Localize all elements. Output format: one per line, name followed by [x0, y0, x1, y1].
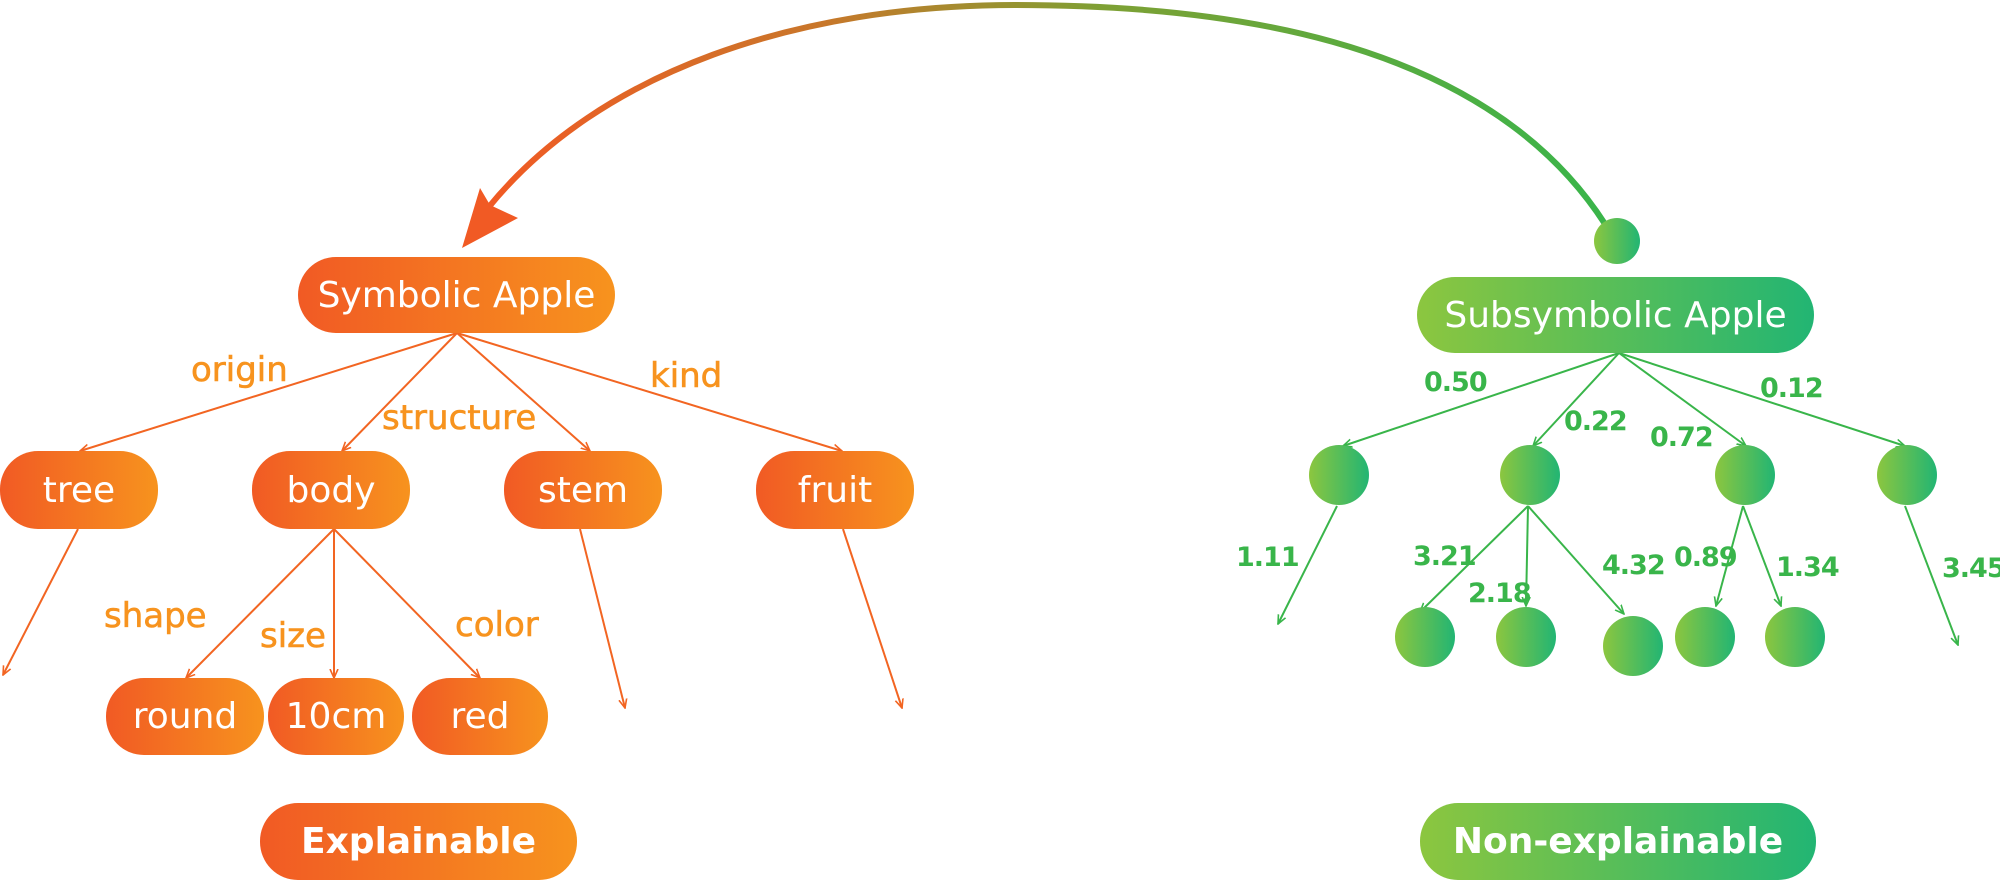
- edge-weight-072: [1618, 352, 1746, 446]
- node-10cm: 10cm: [268, 678, 404, 755]
- node-stem: stem: [504, 451, 662, 529]
- subsymbolic-leaf-4: [1675, 607, 1735, 667]
- transfer-arrowhead: [462, 188, 518, 248]
- subsymbolic-leaf-3: [1603, 616, 1663, 676]
- edge-color: [333, 528, 480, 678]
- node-fruit: fruit: [756, 451, 914, 529]
- edge-label-kind: kind: [650, 356, 723, 397]
- edge-label-shape: shape: [104, 596, 207, 637]
- edge-weight-432: [1527, 505, 1624, 614]
- edge-weight-012: [1618, 352, 1905, 446]
- weight-label-218: 2.18: [1468, 578, 1532, 609]
- subsymbolic-leaf-1: [1395, 607, 1455, 667]
- weight-label-089: 0.89: [1674, 542, 1738, 573]
- node-red: red: [412, 678, 548, 755]
- edge-weight-022: [1533, 352, 1620, 446]
- subsymbolic-node-2: [1500, 445, 1560, 505]
- weight-label-012: 0.12: [1760, 373, 1824, 404]
- edge-label-size: size: [260, 616, 327, 657]
- edge-weight-089: [1716, 505, 1744, 606]
- edge-weight-050: [1343, 352, 1620, 446]
- subsymbolic-node-3: [1715, 445, 1775, 505]
- edge-label-structure: structure: [382, 398, 537, 439]
- explainable-badge: Explainable: [260, 803, 577, 880]
- edge-label-origin: origin: [191, 350, 288, 391]
- weight-label-111: 1.11: [1236, 542, 1300, 573]
- edge-origin: [80, 332, 458, 451]
- weight-label-432: 4.32: [1602, 550, 1666, 581]
- edge-weight-111: [1277, 505, 1338, 624]
- edge-weight-218: [1526, 505, 1528, 606]
- subsymbolic-leaf-5: [1765, 607, 1825, 667]
- edge-stem: [456, 332, 590, 451]
- non-explainable-badge: Non-explainable: [1420, 803, 1816, 880]
- weight-label-050: 0.50: [1424, 367, 1488, 398]
- weight-label-134: 1.34: [1776, 552, 1840, 583]
- subsymbolic-node-1: [1309, 445, 1369, 505]
- weight-label-022: 0.22: [1564, 406, 1628, 437]
- edge-shape: [186, 528, 335, 678]
- symbolic-root-node: Symbolic Apple: [298, 257, 615, 333]
- edge-label-color: color: [455, 605, 539, 646]
- edge-fruit-down: [842, 528, 902, 708]
- edge-weight-321: [1420, 505, 1529, 612]
- edge-stem-down: [579, 528, 625, 708]
- edge-weight-134: [1742, 505, 1781, 606]
- edge-structure: [342, 332, 458, 451]
- transfer-arc: [485, 1, 1608, 227]
- transfer-origin-dot: [1594, 218, 1640, 264]
- subsymbolic-leaf-2: [1496, 607, 1556, 667]
- weight-label-345: 3.45: [1942, 553, 2000, 584]
- edge-tree-down: [3, 528, 79, 675]
- subsymbolic-node-4: [1877, 445, 1937, 505]
- weight-label-321: 3.21: [1413, 541, 1477, 572]
- node-round: round: [106, 678, 264, 755]
- edge-kind: [456, 332, 842, 451]
- node-body: body: [252, 451, 410, 529]
- edge-weight-345: [1904, 505, 1958, 645]
- node-tree: tree: [0, 451, 158, 529]
- weight-label-072: 0.72: [1650, 422, 1714, 453]
- subsymbolic-root-node: Subsymbolic Apple: [1417, 277, 1814, 353]
